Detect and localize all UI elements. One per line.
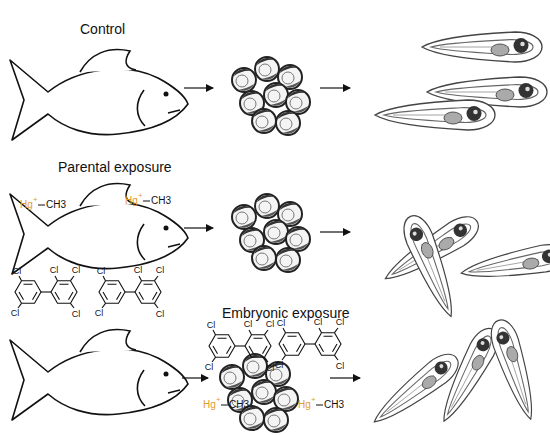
charge-sign: + [216, 396, 221, 404]
methyl-group: CH3 [151, 196, 171, 206]
chlorine-atom: Cl [314, 318, 323, 327]
methyl-group: CH3 [324, 400, 344, 410]
chlorine-atom: Cl [72, 266, 81, 275]
chlorine-atom: Cl [336, 362, 345, 371]
chlorine-atom: Cl [50, 266, 59, 275]
chlorine-atom: Cl [207, 321, 216, 330]
methyl-group: CH3 [46, 200, 66, 210]
charge-sign: + [138, 192, 143, 200]
row-label: Control [80, 22, 125, 36]
larvae [366, 32, 550, 432]
row-label: Embryonic exposure [222, 306, 350, 320]
mercury-symbol: Hg [298, 400, 311, 410]
methyl-bonds [38, 201, 323, 405]
chlorine-atom: Cl [95, 309, 104, 318]
charge-sign: + [33, 196, 38, 204]
chlorine-atom: Cl [266, 364, 275, 373]
methyl-group: CH3 [229, 400, 249, 410]
chlorine-atom: Cl [266, 320, 275, 329]
mercury-symbol: Hg [20, 200, 33, 210]
charge-sign: + [311, 396, 316, 404]
chlorine-atom: Cl [156, 310, 165, 319]
chlorine-atom: Cl [244, 320, 253, 329]
chlorine-atom: Cl [275, 361, 284, 370]
egg-cluster [232, 194, 310, 272]
egg-cluster [220, 354, 298, 432]
chlorine-atom: Cl [336, 318, 345, 327]
chlorine-atom: Cl [72, 310, 81, 319]
chlorine-atom: Cl [97, 267, 106, 276]
fish-outline [10, 50, 188, 140]
chlorine-atom: Cl [134, 266, 143, 275]
fish-outline [10, 330, 188, 420]
egg-cluster [232, 57, 310, 135]
chlorine-atom: Cl [205, 363, 214, 372]
mercury-symbol: Hg [203, 400, 216, 410]
chlorine-atom: Cl [277, 319, 286, 328]
chlorine-atom: Cl [13, 267, 22, 276]
chlorine-atom: Cl [11, 309, 20, 318]
fish-outline [10, 184, 188, 274]
mercury-symbol: Hg [125, 196, 138, 206]
chlorine-atom: Cl [156, 266, 165, 275]
row-label: Parental exposure [58, 160, 172, 174]
flow-arrows [182, 88, 360, 378]
